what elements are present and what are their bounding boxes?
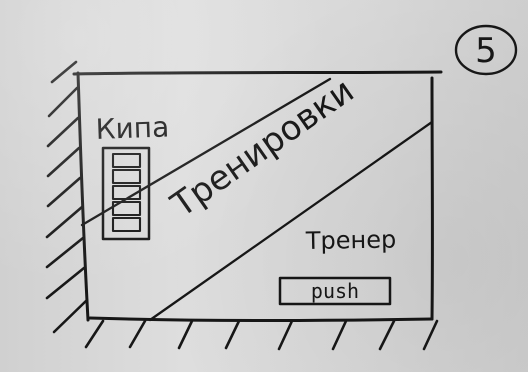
page-number-badge: 5 — [456, 26, 516, 74]
floor-hatch-line — [226, 321, 239, 348]
frame-left-edge — [78, 73, 88, 320]
wall-hatch-line — [49, 88, 77, 116]
stack-container — [103, 148, 149, 239]
left-panel: Кипа — [95, 110, 170, 239]
wall-hatch-line — [47, 238, 83, 267]
center-panel: Тренировки — [163, 71, 361, 226]
stack-card[interactable] — [113, 170, 140, 183]
left-panel-label: Кипа — [95, 110, 170, 146]
wall-hatch-line — [47, 207, 82, 237]
page-number: 5 — [475, 31, 497, 71]
right-panel: Тренер push — [280, 225, 396, 304]
wall-hatch-line — [54, 300, 87, 332]
wall-hatch-line — [48, 178, 80, 206]
stack-card[interactable] — [113, 218, 140, 231]
floor-hatch-line — [279, 321, 292, 349]
push-button-label: push — [311, 279, 359, 303]
wall-hatching-bottom — [86, 321, 437, 349]
floor-hatch-line — [380, 321, 394, 349]
floor-hatch-line — [86, 321, 103, 347]
wall-hatch-line — [48, 118, 78, 146]
center-panel-label: Тренировки — [163, 71, 361, 226]
floor-hatch-line — [130, 321, 145, 347]
wall-hatch-line — [48, 148, 79, 176]
frame-top-edge — [74, 72, 441, 74]
floor-hatch-line — [424, 321, 437, 349]
floor-hatch-line — [333, 321, 346, 349]
right-panel-label: Тренер — [305, 225, 397, 255]
wall-hatch-line — [47, 268, 84, 298]
floor-hatch-line — [179, 321, 192, 348]
wall-hatch-line — [52, 62, 76, 82]
frame-bottom-edge — [90, 318, 432, 320]
stack-card[interactable] — [113, 154, 140, 167]
